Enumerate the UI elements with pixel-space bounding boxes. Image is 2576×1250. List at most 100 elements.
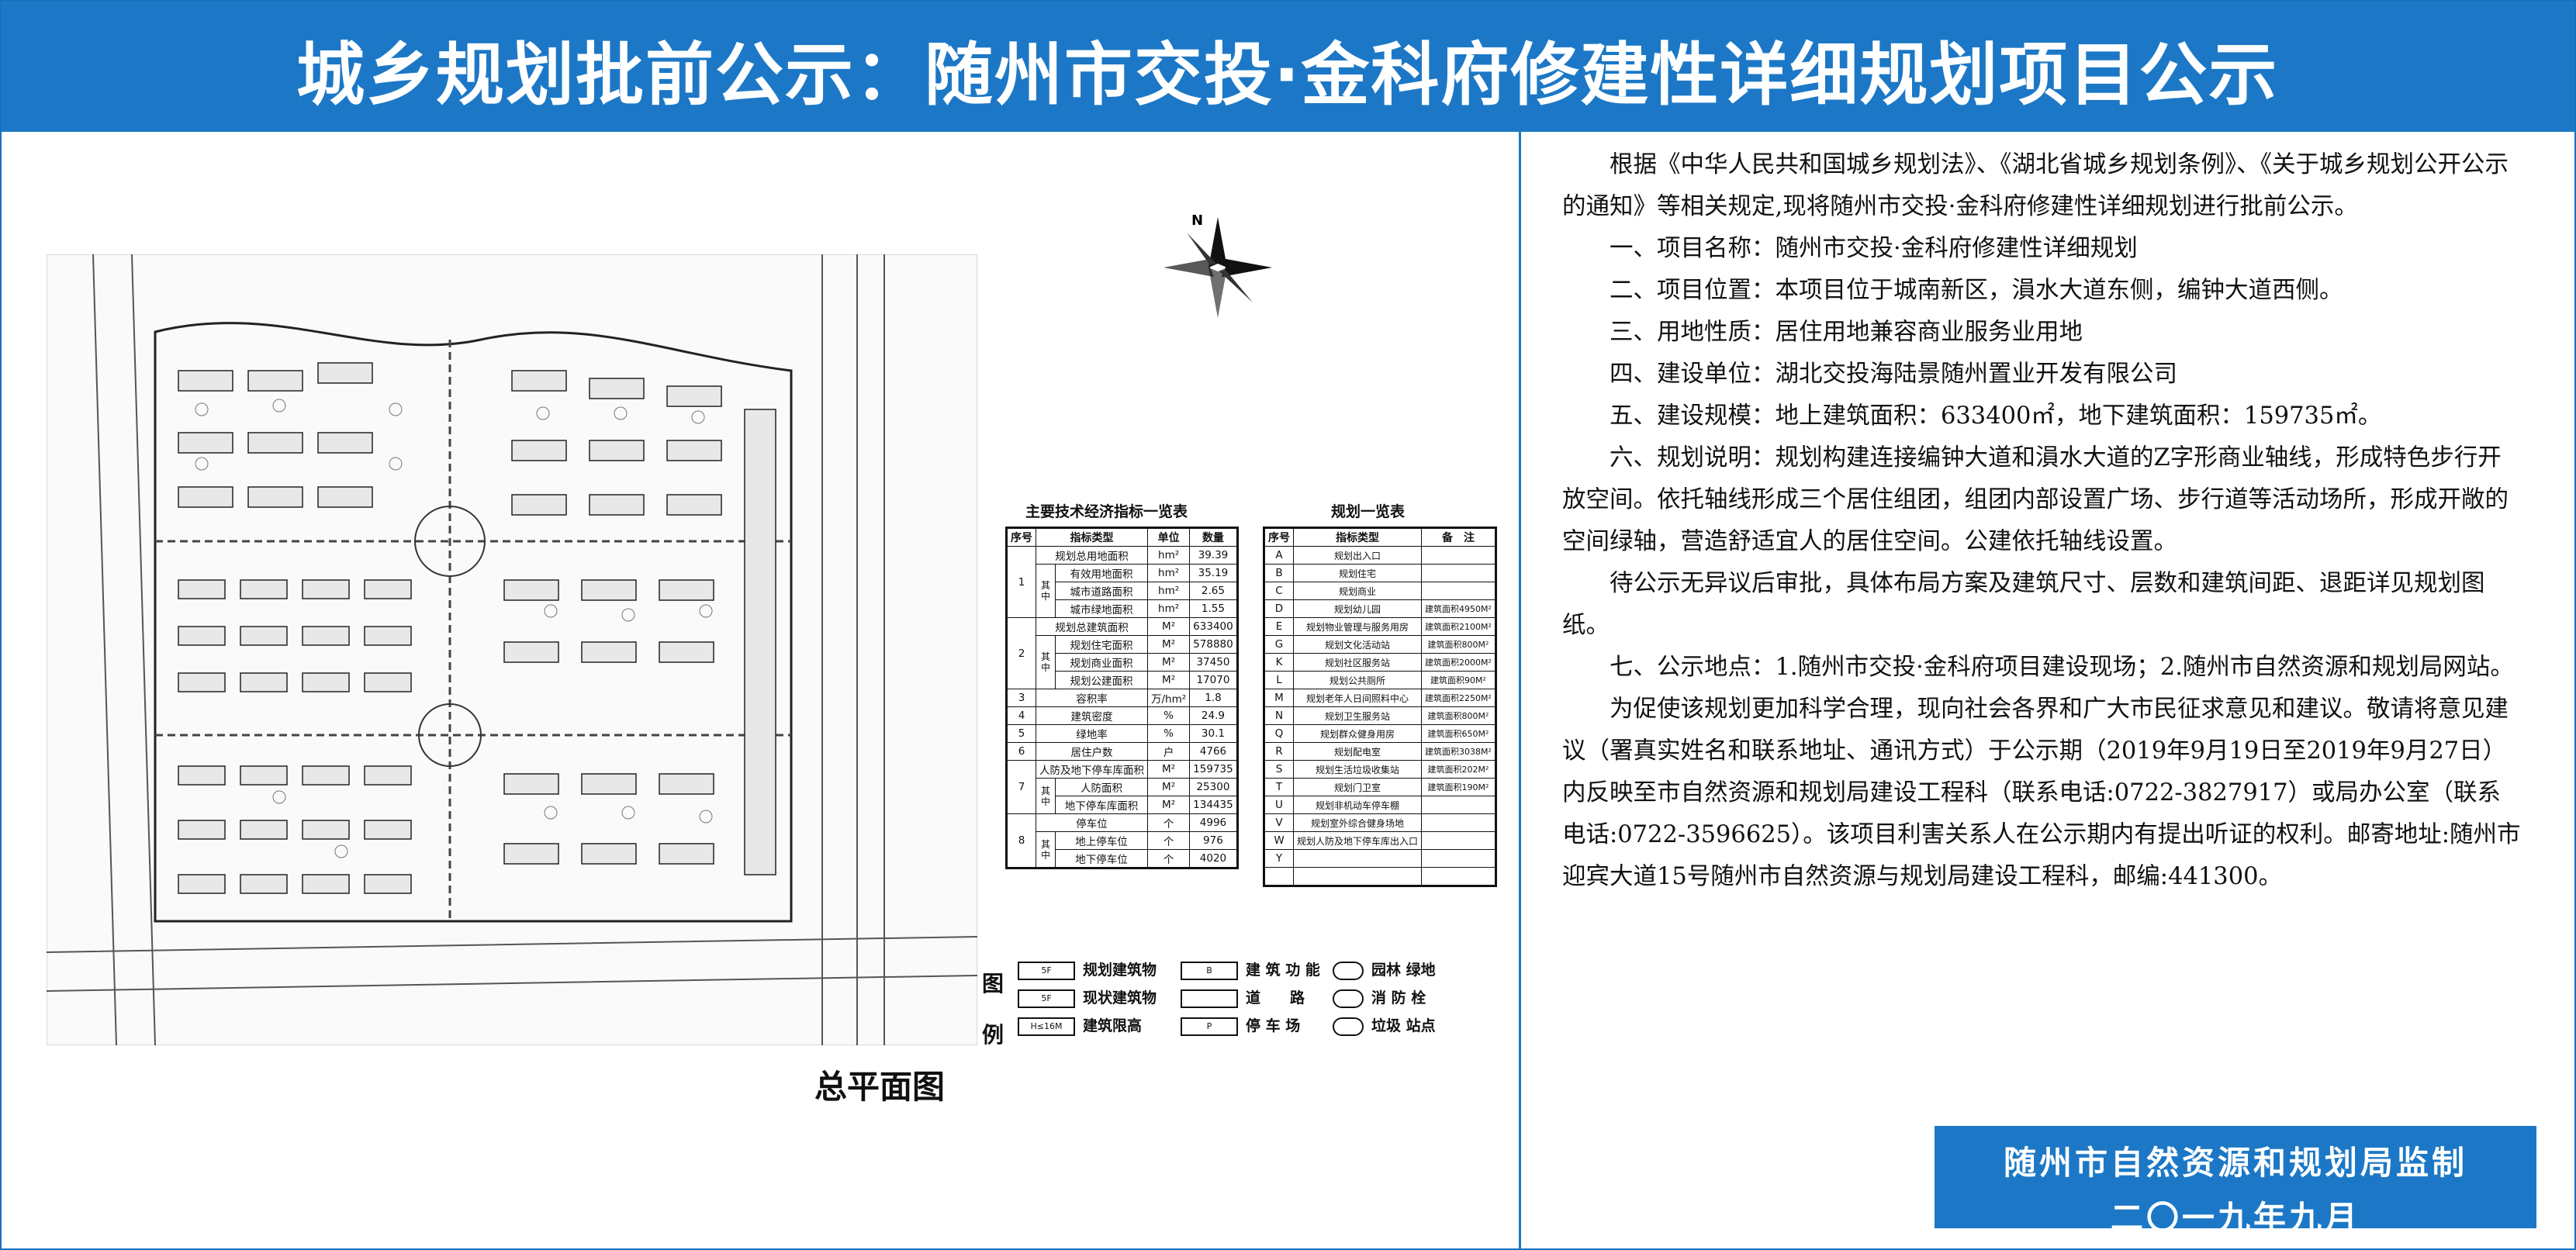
plan-row-name: 规划商业 (1292, 582, 1423, 600)
econ-row-value: 37450 (1189, 653, 1238, 672)
econ-row-name: 规划总建筑面积 (1036, 617, 1148, 636)
plan-row-code: N (1264, 706, 1294, 725)
legend-symbol: 5F (1018, 989, 1075, 1008)
legend-symbol: H≤16M (1018, 1017, 1075, 1036)
plan-row-name: 规划出入口 (1292, 546, 1423, 565)
plan-row-note: 建筑面积202M² (1421, 760, 1496, 779)
econ-header-no: 序号 (1006, 527, 1036, 547)
econ-row-name: 人防面积 (1055, 778, 1148, 796)
econ-row-unit: % (1146, 724, 1191, 743)
plan-caption: 总平面图 (814, 1068, 946, 1106)
econ-row-value: 578880 (1189, 635, 1238, 654)
plan-row-note (1421, 813, 1496, 832)
econ-row-name: 规划总用地面积 (1036, 546, 1148, 565)
econ-row-name: 人防及地下停车库面积 (1036, 760, 1148, 779)
plan-row-note (1421, 564, 1496, 582)
plan-header-note: 备 注 (1421, 527, 1496, 547)
legend-symbol (1333, 1017, 1364, 1036)
notice-paragraph: 三、用地性质：居住用地兼容商业服务业用地 (1610, 319, 2083, 346)
legend-symbol: P (1181, 1017, 1238, 1036)
legend-label: 园林 绿地 (1371, 962, 1436, 979)
legend-label: 消 防 栓 (1371, 989, 1426, 1007)
econ-row-no: 6 (1006, 742, 1036, 761)
legend-label: 建 筑 功 能 (1246, 962, 1320, 979)
legend-label: 垃圾 站点 (1371, 1017, 1436, 1034)
plan-table-caption: 规划一览表 (1331, 503, 1406, 520)
plan-row-note: 建筑面积3038M² (1421, 742, 1496, 761)
plan-row-name: 规划室外综合健身场地 (1292, 813, 1423, 832)
plan-row-code: A (1264, 546, 1294, 565)
econ-row-unit: M² (1146, 617, 1191, 636)
legend-title: 图例 (982, 971, 1004, 1048)
econ-row-sub: 其中 (1036, 778, 1056, 814)
econ-row-value: 30.1 (1189, 724, 1238, 743)
site-plan-drawing (47, 254, 977, 1045)
plan-row-name: 规划卫生服务站 (1292, 706, 1423, 725)
north-arrow-icon: N (1164, 212, 1272, 318)
title-banner: 城乡规划批前公示：随州市交投·金科府修建性详细规划项目公示 (2, 2, 2574, 132)
plan-row-note (1421, 831, 1496, 850)
econ-row-unit: % (1146, 706, 1191, 725)
legend-label: 道 路 (1246, 989, 1305, 1007)
econ-row-name: 地下停车位 (1055, 849, 1148, 868)
notice-paragraph: 根据《中华人民共和国城乡规划法》、《湖北省城乡规划条例》、《关于城乡规划公开公示… (1562, 151, 2509, 220)
econ-row-unit: 个 (1146, 831, 1191, 850)
column-divider (1519, 132, 1521, 1248)
plan-row-name: 规划社区服务站 (1292, 653, 1423, 672)
notice-paragraph: 七、公示地点：1.随州市交投·金科府项目建设现场；2.随州市自然资源和规划局网站… (1610, 654, 2514, 681)
plan-row-name: 规划非机动车停车棚 (1292, 796, 1423, 814)
econ-row-value: 134435 (1189, 796, 1238, 814)
notice-paragraph: 五、建设规模：地上建筑面积：633400㎡，地下建筑面积：159735㎡。 (1610, 402, 2382, 430)
plan-row-code: T (1264, 778, 1294, 796)
econ-table-caption: 主要技术经济指标一览表 (1025, 503, 1188, 520)
signature-org: 随州市自然资源和规划局监制 (2003, 1144, 2467, 1182)
econ-row-unit: M² (1146, 653, 1191, 672)
notice-paragraph: 六、规划说明：规划构建连接编钟大道和溳水大道的Z字形商业轴线，形成特色步行开放空… (1562, 444, 2509, 555)
plan-table-header: 序号 指标类型 备 注 (1264, 527, 1496, 547)
legend-symbol (1181, 989, 1238, 1008)
econ-row-unit: 户 (1146, 742, 1191, 761)
plan-row-name: 规划配电室 (1292, 742, 1423, 761)
notice-paragraph: 为促使该规划更加科学合理，现向社会各界和广大市民征求意见和建议。敬请将意见建议（… (1562, 696, 2521, 890)
econ-row-value: 159735 (1189, 760, 1238, 779)
notice-text: 根据《中华人民共和国城乡规划法》、《湖北省城乡规划条例》、《关于城乡规划公开公示… (1562, 144, 2524, 898)
plan-row-name (1292, 849, 1423, 868)
plan-row-name: 规划人防及地下停车库出入口 (1292, 831, 1423, 850)
plan-row-note: 建筑面积2000M² (1421, 653, 1496, 672)
econ-row-unit: M² (1146, 778, 1191, 796)
econ-row-no: 4 (1006, 706, 1036, 725)
plan-row-code: U (1264, 796, 1294, 814)
econ-row-name: 规划住宅面积 (1055, 635, 1148, 654)
plan-row-code: C (1264, 582, 1294, 600)
econ-row-name: 地上停车位 (1055, 831, 1148, 850)
econ-row-no: 5 (1006, 724, 1036, 743)
econ-header-value: 数量 (1189, 527, 1238, 547)
plan-row-note: 建筑面积2250M² (1421, 689, 1496, 707)
legend-symbol: B (1181, 962, 1238, 980)
econ-row-unit: hm² (1146, 564, 1191, 582)
econ-row-name: 城市道路面积 (1055, 582, 1148, 600)
plan-row-code: Y (1264, 849, 1294, 868)
plan-row-code: V (1264, 813, 1294, 832)
signature-box: 随州市自然资源和规划局监制 二〇一九年九月 (1935, 1126, 2536, 1237)
econ-row-value: 976 (1189, 831, 1238, 850)
notice-paragraph: 二、项目位置：本项目位于城南新区，溳水大道东侧，编钟大道西侧。 (1610, 277, 2343, 304)
plan-row-note (1421, 796, 1496, 814)
econ-row-value: 1.55 (1189, 599, 1238, 618)
